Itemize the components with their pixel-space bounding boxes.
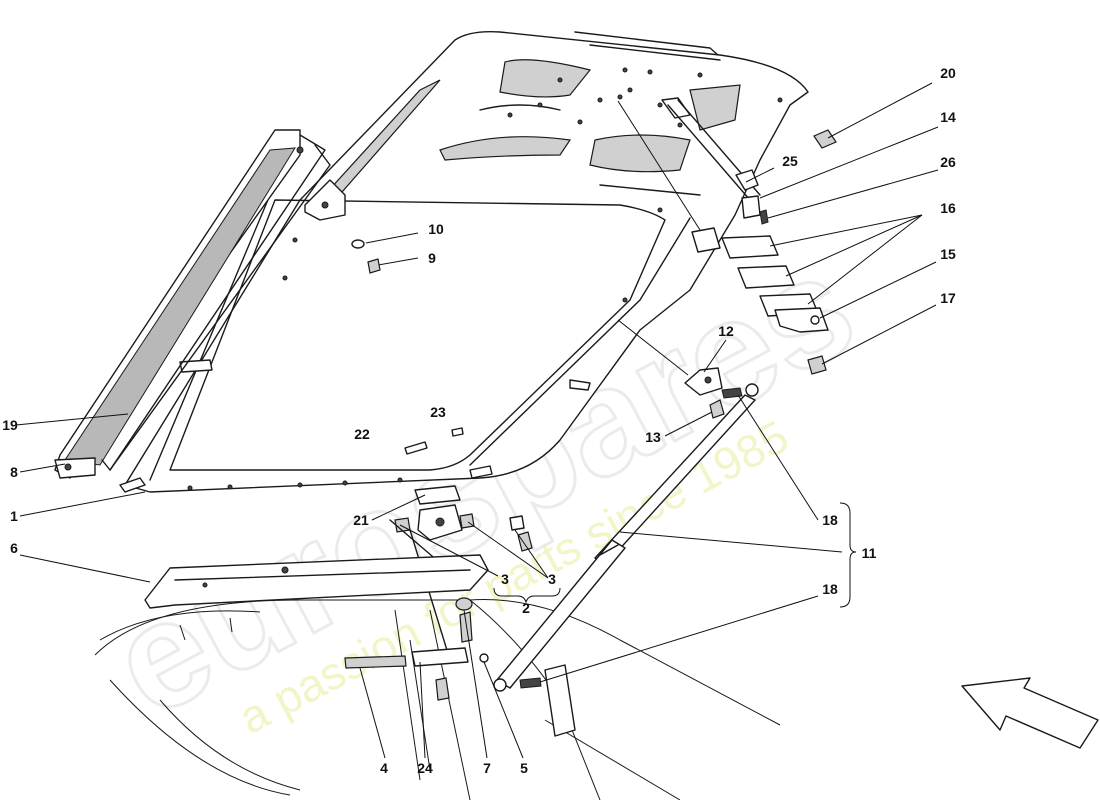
- callout-labels: 20 14 25 26 16 15 17 10 9 12 13 23 22 19…: [2, 65, 956, 776]
- callout-11: 11: [862, 545, 877, 561]
- screw-9: [367, 258, 381, 274]
- washer-10: [351, 239, 365, 249]
- callout-14: 14: [940, 109, 956, 125]
- leader-lines: [15, 82, 939, 759]
- latch-assembly: [144, 485, 533, 701]
- callout-13: 13: [645, 429, 661, 445]
- callout-12: 12: [718, 323, 734, 339]
- callout-3-left: 3: [501, 571, 509, 587]
- callout-17: 17: [940, 290, 956, 306]
- callout-26: 26: [940, 154, 956, 170]
- callout-25: 25: [782, 153, 798, 169]
- callout-3-right: 3: [548, 571, 556, 587]
- callout-19: 19: [2, 417, 18, 433]
- car-body-outline: [94, 599, 781, 800]
- callout-24: 24: [417, 760, 433, 776]
- callout-5: 5: [520, 760, 528, 776]
- part-22: [404, 441, 428, 455]
- bonnet-assembly: [119, 30, 809, 493]
- part-23: [451, 427, 464, 437]
- bracket-group-11: [839, 502, 857, 608]
- callout-9: 9: [428, 250, 436, 266]
- bracket-group-2: [493, 587, 561, 604]
- hinge-parts-right: [661, 97, 837, 419]
- callout-22: 22: [354, 426, 370, 442]
- callout-2: 2: [522, 600, 530, 616]
- grille-mesh: [64, 147, 296, 466]
- callout-8: 8: [10, 464, 18, 480]
- strut-lower-mount: [544, 664, 576, 737]
- callout-1: 1: [10, 508, 18, 524]
- view-direction-arrow: [961, 677, 1099, 749]
- callout-21: 21: [353, 512, 369, 528]
- callout-4: 4: [380, 760, 388, 776]
- callout-23: 23: [430, 404, 446, 420]
- callout-16: 16: [940, 200, 956, 216]
- callout-7: 7: [483, 760, 491, 776]
- callout-10: 10: [428, 221, 444, 237]
- callout-6: 6: [10, 540, 18, 556]
- callout-18-upper: 18: [822, 512, 838, 528]
- callout-18-lower: 18: [822, 581, 838, 597]
- callout-15: 15: [940, 246, 956, 262]
- grille-and-seal: [54, 129, 331, 479]
- callout-20: 20: [940, 65, 956, 81]
- gas-strut: [493, 394, 756, 692]
